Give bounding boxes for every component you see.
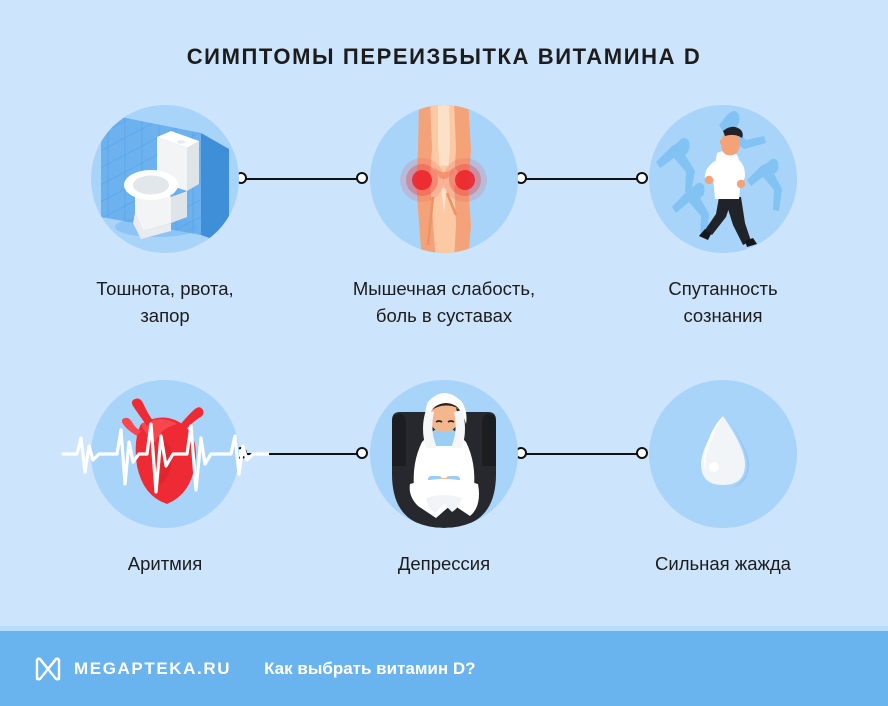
footer-bar: MEGAPTEKA.RU Как выбрать витамин D? [0, 631, 888, 706]
connector-line [521, 453, 642, 456]
connector-node-end [356, 447, 368, 459]
knee-joint-pain-icon [370, 105, 518, 253]
heart-ecg-icon [61, 380, 269, 528]
symptom-label: Тошнота, рвота,запор [96, 278, 234, 326]
symptom-item: Сильная жажда [600, 380, 846, 630]
connector-row1-right [515, 172, 648, 186]
footer-cta-link[interactable]: Как выбрать витамин D? [264, 658, 476, 678]
symptom-item: Депрессия [321, 380, 567, 630]
confused-man-icon [649, 105, 797, 253]
connector-line [241, 178, 362, 181]
depressed-person-icon [370, 380, 518, 528]
symptom-item: Тошнота, рвота,запор [42, 105, 288, 355]
symptom-row-1: Тошнота, рвота,запор [0, 105, 888, 355]
page-title: СИМПТОМЫ ПЕРЕИЗБЫТКА ВИТАМИНА D [186, 44, 702, 69]
symptom-label: Депрессия [397, 553, 491, 574]
symptom-item: Аритмия [42, 380, 288, 630]
footer-divider [0, 626, 888, 631]
symptom-label: Мышечная слабость,боль в суставах [352, 278, 536, 326]
symptom-label: Аритмия [127, 553, 203, 574]
connector-node-end [636, 447, 648, 459]
connector-node-end [636, 172, 648, 184]
water-drop-icon [649, 380, 797, 528]
connector-line [241, 453, 362, 456]
symptom-item: Мышечная слабость,боль в суставах [321, 105, 567, 355]
symptom-label: Сильная жажда [655, 553, 791, 574]
connector-row2-right [515, 447, 648, 461]
toilet-icon [91, 105, 239, 253]
connector-node-end [356, 172, 368, 184]
connector-line [521, 178, 642, 181]
symptom-row-2: Аритмия [0, 380, 888, 630]
megapteka-m-logo-icon [33, 654, 63, 684]
brand-name: MEGAPTEKA.RU [74, 658, 232, 678]
